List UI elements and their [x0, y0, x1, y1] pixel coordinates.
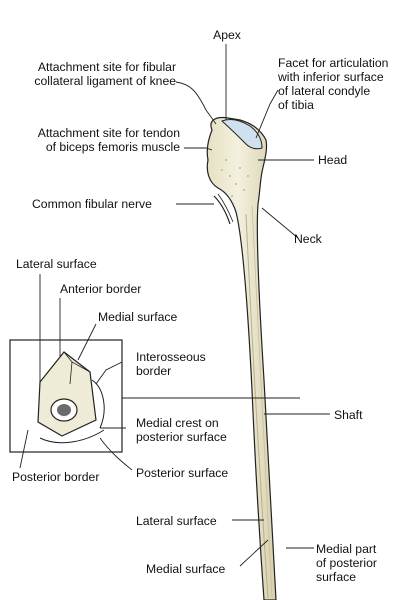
label-posterior-border: Posterior border	[12, 470, 100, 484]
label-medial-crest: Medial crest on posterior surface	[136, 416, 227, 444]
interosseous-border-line	[91, 379, 105, 429]
leader-lines	[19, 44, 330, 567]
marrow-cavity-inner	[57, 404, 71, 416]
label-medial-surface-inset: Medial surface	[98, 310, 178, 324]
label-anterior-border: Anterior border	[60, 282, 142, 296]
common-fibular-nerve-edge	[217, 193, 234, 223]
label-lateral-surface-inset: Lateral surface	[16, 257, 97, 271]
label-medial-part-posterior: Medial part of posterior surface	[316, 542, 377, 584]
label-medial-surface: Medial surface	[146, 562, 226, 576]
fibula-outline	[206, 116, 277, 600]
fibula-bone	[206, 116, 277, 600]
label-fibular-ligament: Attachment site for fibular collateral l…	[34, 60, 176, 88]
articular-facet	[221, 119, 263, 150]
label-facet: Facet for articulation with inferior sur…	[278, 56, 389, 112]
cross-section-inset	[9, 339, 123, 453]
head-texture	[221, 159, 249, 197]
posterior-surface-line	[39, 429, 105, 444]
label-neck: Neck	[294, 232, 322, 246]
label-common-fibular-nerve: Common fibular nerve	[32, 197, 152, 211]
label-biceps: Attachment site for tendon of biceps fem…	[37, 126, 180, 154]
label-interosseous-border: Interosseous border	[136, 350, 206, 378]
label-head: Head	[318, 153, 348, 167]
common-fibular-nerve	[213, 195, 231, 225]
label-apex: Apex	[213, 28, 241, 42]
label-shaft: Shaft	[334, 408, 363, 422]
label-posterior-surface: Posterior surface	[136, 466, 229, 480]
shaft-crest-line	[245, 213, 269, 599]
label-lateral-surface: Lateral surface	[136, 514, 217, 528]
